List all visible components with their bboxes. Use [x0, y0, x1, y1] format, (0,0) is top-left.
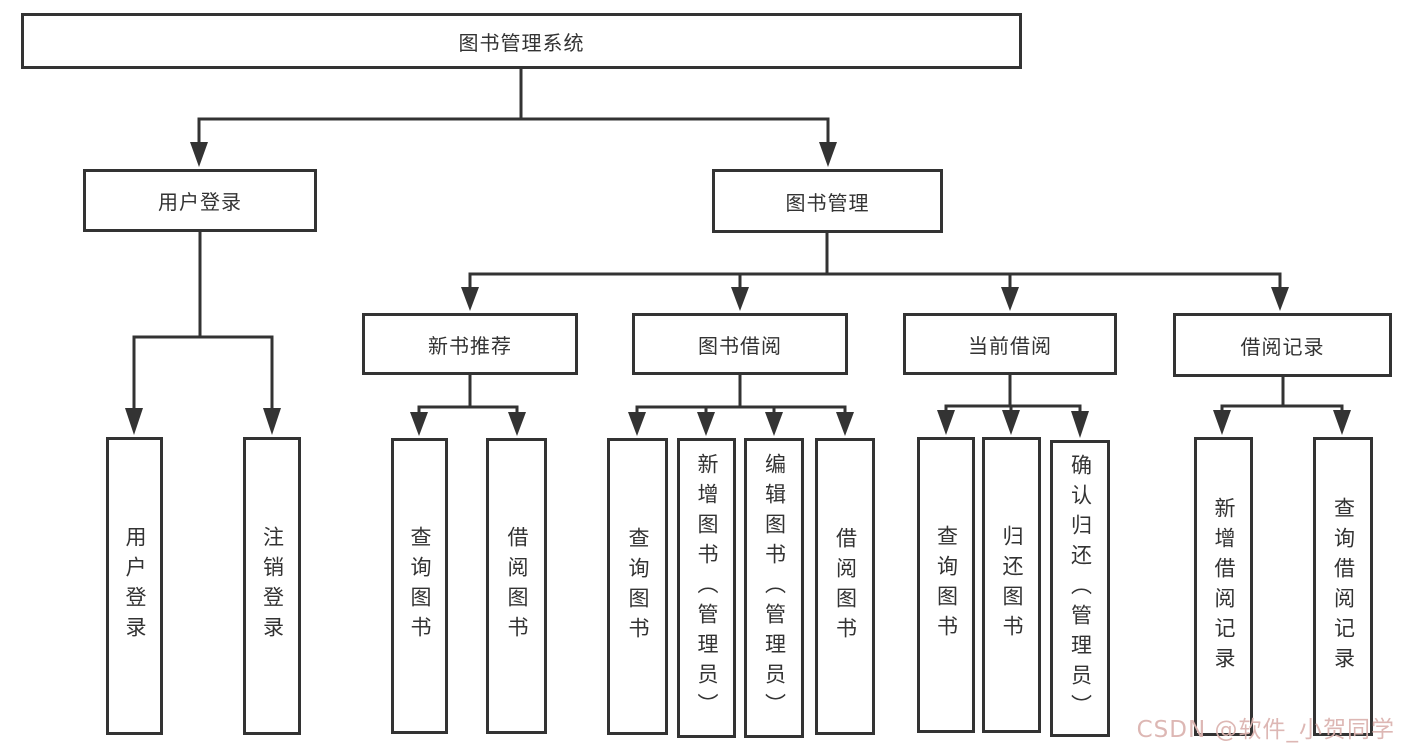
leaf-query-books-2: 查询图书 [607, 438, 668, 735]
leaf-query-books-1: 查询图书 [391, 438, 448, 734]
connector-root-to-level2 [190, 66, 837, 167]
leaf-borrow-books-2: 借阅图书 [815, 438, 875, 735]
leaf-edit-book-admin: 编辑图书（管理员） [744, 438, 804, 738]
connector-current-borrow-group [937, 373, 1089, 438]
connector-new-book-group [410, 373, 526, 436]
leaf-query-borrow-record: 查询借阅记录 [1313, 437, 1373, 736]
leaf-logout: 注销登录 [243, 437, 301, 735]
leaf-user-login-label: 用户登录 [123, 526, 147, 646]
leaf-return-books-label: 归还图书 [1000, 525, 1024, 645]
leaf-confirm-return-admin: 确认归还（管理员） [1050, 440, 1110, 737]
leaf-query-books-3-label: 查询图书 [934, 525, 959, 645]
leaf-add-book-admin-label: 新增图书（管理员） [695, 453, 719, 723]
leaf-add-borrow-record: 新增借阅记录 [1194, 437, 1253, 736]
node-current-borrowing: 当前借阅 [903, 313, 1117, 375]
node-user-login: 用户登录 [83, 169, 317, 232]
node-book-management: 图书管理 [712, 169, 943, 233]
connector-user-login-group [125, 229, 281, 435]
leaf-return-books: 归还图书 [982, 437, 1041, 733]
leaf-query-books-3: 查询图书 [917, 437, 975, 733]
leaf-query-books-1-label: 查询图书 [408, 526, 432, 646]
node-borrowing-records: 借阅记录 [1173, 313, 1392, 377]
connector-book-management-to-modules [461, 231, 1289, 311]
leaf-add-borrow-record-label: 新增借阅记录 [1212, 496, 1236, 677]
node-new-book-recommend: 新书推荐 [362, 313, 578, 375]
connector-book-borrow-group [628, 373, 854, 436]
node-book-borrowing: 图书借阅 [632, 313, 848, 375]
leaf-edit-book-admin-label: 编辑图书（管理员） [762, 453, 787, 723]
node-root: 图书管理系统 [21, 13, 1022, 69]
leaf-user-login: 用户登录 [106, 437, 163, 735]
leaf-add-book-admin: 新增图书（管理员） [677, 438, 736, 738]
leaf-logout-label: 注销登录 [260, 526, 285, 646]
leaf-borrow-books-1: 借阅图书 [486, 438, 547, 734]
leaf-confirm-return-admin-label: 确认归还（管理员） [1068, 453, 1093, 724]
leaf-borrow-books-2-label: 借阅图书 [833, 526, 858, 647]
leaf-borrow-books-1-label: 借阅图书 [505, 526, 529, 646]
leaf-query-borrow-record-label: 查询借阅记录 [1331, 496, 1356, 677]
connector-borrow-records-group [1213, 375, 1351, 435]
leaf-query-books-2-label: 查询图书 [626, 526, 650, 647]
